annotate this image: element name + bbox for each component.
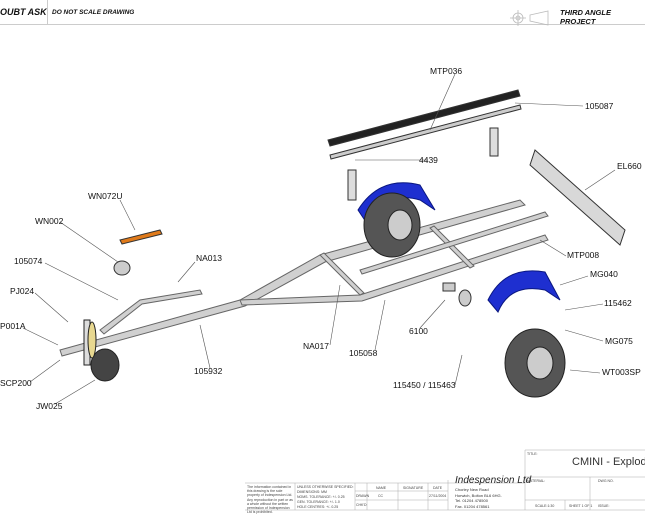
leader-lines [22,73,616,405]
address-line: Horwich, Bolton BL6 6HG. [455,492,502,498]
projection-symbol-icon [510,10,549,26]
scale-value: SCALE:1:30 [535,504,555,508]
tolerance-line: DIMENSIONS: MM [297,490,327,494]
part-label-na013: NA013 [196,253,222,263]
part-label-na017: NA017 [303,341,329,351]
part-label-6100: 6100 [409,326,428,336]
part-label-el660: EL660 [617,161,642,171]
header-divider [47,0,48,24]
dwg-no-label: DWG NO. [598,479,614,483]
top-bars [327,89,626,246]
tolerance-line: GEN. TOLERANCE: +/- 1.0 [297,500,340,504]
drawn-label: DRAWN [356,494,370,498]
part-label-pj024: PJ024 [10,286,35,296]
drawing-title: CMINI - Exploded [572,456,645,468]
header-left-note: OUBT ASK [0,7,47,17]
do-not-scale-note: DO NOT SCALE DRAWING [52,9,135,16]
part-label-mtp008: MTP008 [567,250,600,260]
company-name: Indespension Ltd [455,475,532,486]
part-label-105087: 105087 [585,101,614,111]
address-line: Tel. 01204 478500 [455,498,488,503]
issue-label: ISSUE: [598,504,610,508]
title-block-lines [245,449,645,511]
part-label-105074: 105074 [14,256,43,266]
drawing-header: OUBT ASK DO NOT SCALE DRAWING THIRD ANGL… [0,0,645,26]
part-label-scp200: SCP200 [0,378,32,388]
tolerance-line: UNLESS OTHERWISE SPECIFIED: [297,485,354,489]
part-label-115450-115463: 115450 / 115463 [393,380,456,390]
hub-assembly [442,282,472,307]
part-label-mg075: MG075 [605,336,633,346]
jockey-wheel [83,319,120,382]
part-label-mtp036: MTP036 [430,66,463,76]
date-header: DATE [433,486,443,490]
tolerance-line: NOMS. TOLERANCE: +/- 0.25 [297,495,345,499]
part-label-wn002: WN002 [35,216,64,226]
part-label-mg040: MG040 [590,269,618,279]
checked-label: CHK'D [356,503,367,507]
part-label-105932: 105932 [194,366,223,376]
frame [59,199,549,357]
part-label-4439: 4439 [419,155,438,165]
signature-header: SIGNATURE [403,486,424,490]
title-label: TITLE: [527,452,538,456]
company-address: Chorley New Road Horwich, Bolton BL6 6HG… [455,487,502,509]
sheet-value: SHEET 1 OF 1 [569,504,593,508]
part-label-105058: 105058 [349,348,378,358]
disclaimer-text: The information contained in this drawin… [247,485,293,515]
name-header: NAME [376,486,387,490]
part-label-115462: 115462 [604,298,632,308]
part-label-jw025: JW025 [36,401,63,411]
fender-lower [487,270,561,313]
address-line: Chorley New Road [455,487,489,492]
tolerance-line: HOLE CENTRES: +/- 0.25 [297,505,339,509]
drawn-name: CC [378,494,384,498]
part-label-p001a: P001A [0,321,26,331]
projection-note: THIRD ANGLE PROJECT [560,8,611,26]
drawn-date: 27/11/2004 [429,494,447,498]
part-label-wn072u: WN072U [88,191,123,201]
material-label: MATERIAL: [527,479,546,483]
wheel-lower [504,328,566,398]
address-line: Fax. 01204 478561 [455,503,490,509]
part-label-wt003sp: WT003SP [602,367,641,377]
winch [113,229,163,276]
wheel-upper [363,192,421,258]
